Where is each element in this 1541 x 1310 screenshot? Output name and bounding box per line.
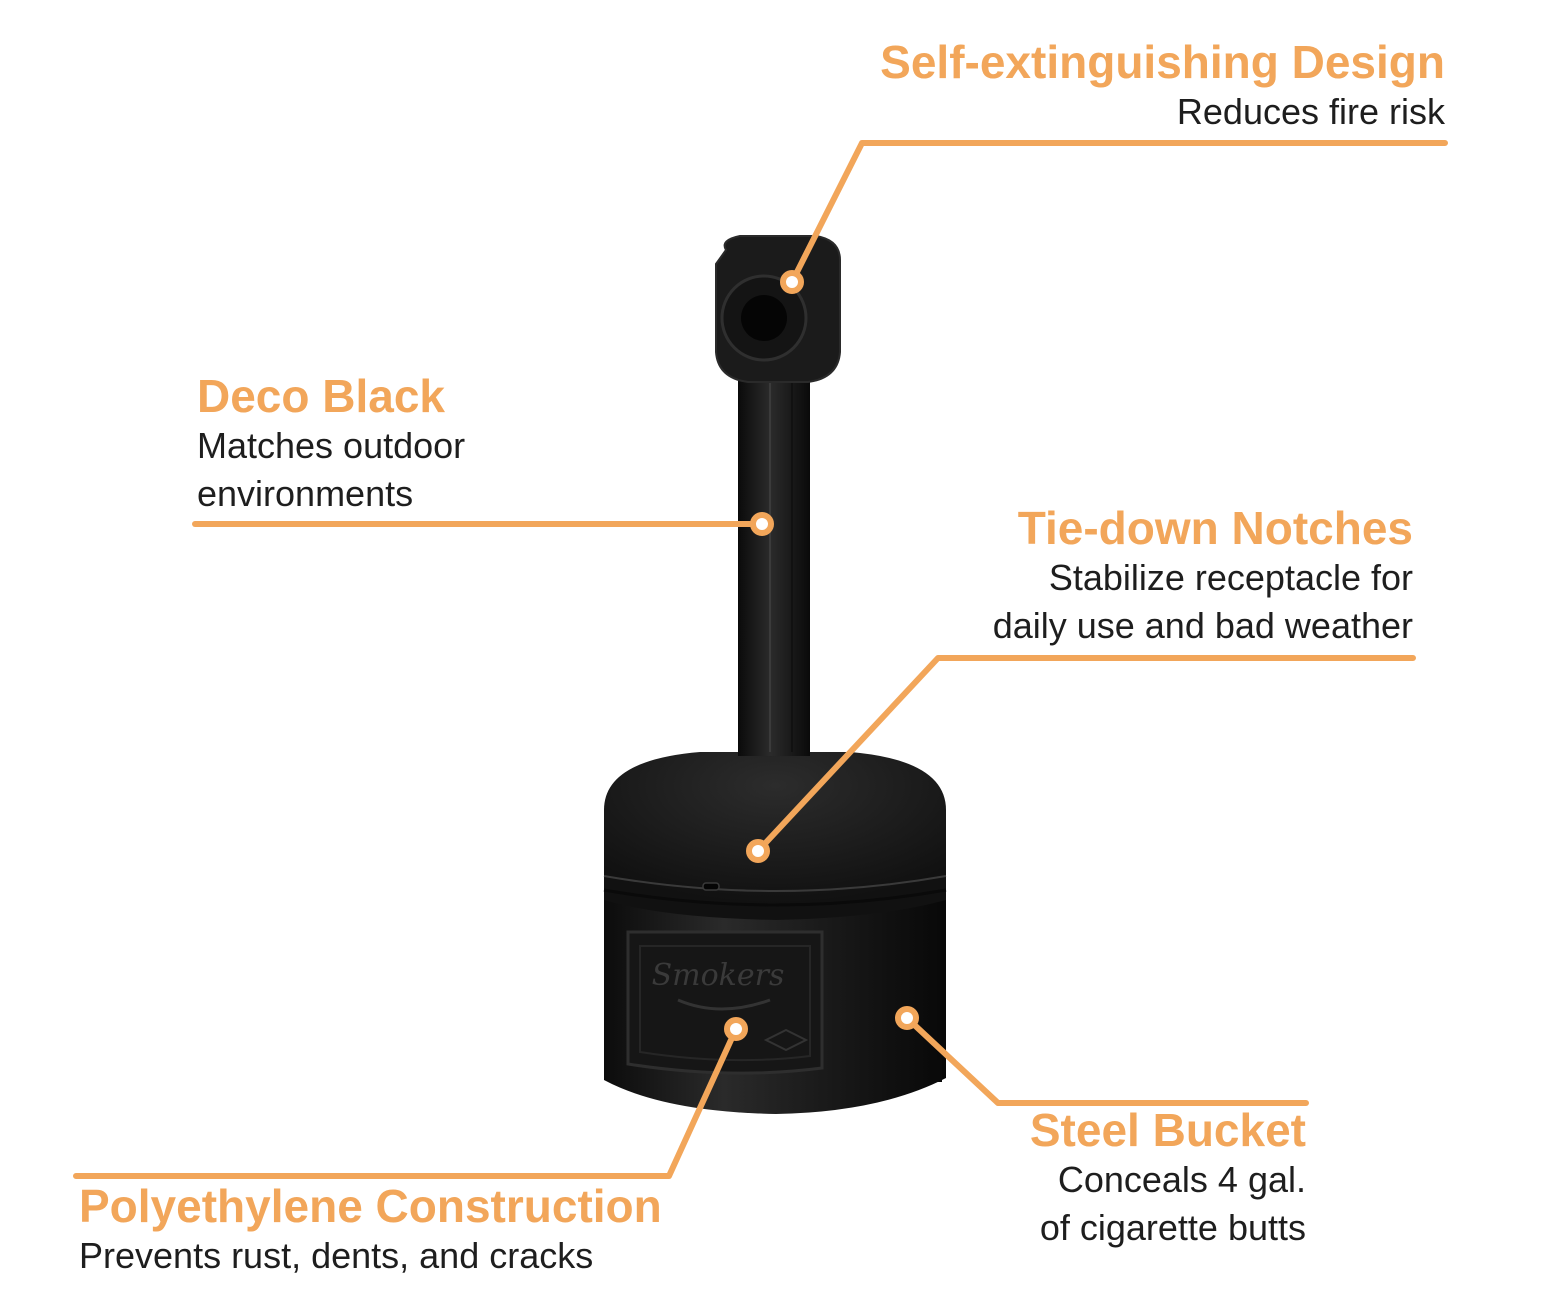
dot-tie-down	[746, 839, 770, 863]
product-logo: Smokers	[652, 958, 785, 993]
callout-description: Matches outdoor environments	[197, 425, 466, 514]
callout-title: Tie-down Notches	[1017, 502, 1413, 554]
post	[738, 370, 810, 756]
ash-receptacle-illustration: Smokers	[603, 235, 947, 1114]
callout-polyethylene-construction: Polyethylene Construction Prevents rust,…	[79, 1180, 662, 1280]
callout-title: Polyethylene Construction	[79, 1180, 662, 1232]
leader-lines	[73, 140, 1448, 1179]
callout-steel-bucket: Steel Bucket Conceals 4 gal. of cigarett…	[1030, 1104, 1306, 1252]
dot-steel-bucket	[895, 1006, 919, 1030]
callout-description: Stabilize receptacle for daily use and b…	[992, 557, 1413, 646]
callout-title: Self-extinguishing Design	[880, 36, 1445, 88]
callout-deco-black: Deco Black Matches outdoor environments	[197, 370, 465, 518]
leader-polyethylene	[73, 1026, 739, 1179]
dot-polyethylene	[724, 1017, 748, 1041]
callout-tie-down-notches: Tie-down Notches Stabilize receptacle fo…	[993, 502, 1413, 650]
leader-self-extinguishing	[789, 140, 1448, 285]
dot-deco-black	[750, 512, 774, 536]
anchor-dots	[724, 270, 919, 1041]
callout-title: Deco Black	[197, 370, 446, 422]
callout-description: Reduces fire risk	[1176, 91, 1445, 132]
tie-down-notch	[702, 882, 720, 891]
callout-title: Steel Bucket	[1029, 1104, 1306, 1156]
leader-tie-down	[755, 655, 1416, 854]
callout-description: Conceals 4 gal. of cigarette butts	[1039, 1159, 1306, 1248]
front-label-panel	[626, 930, 824, 1075]
callout-description: Prevents rust, dents, and cracks	[79, 1235, 594, 1276]
callout-self-extinguishing: Self-extinguishing Design Reduces fire r…	[880, 36, 1445, 136]
dot-self-extinguishing	[780, 270, 804, 294]
leader-steel-bucket	[904, 1015, 1309, 1106]
